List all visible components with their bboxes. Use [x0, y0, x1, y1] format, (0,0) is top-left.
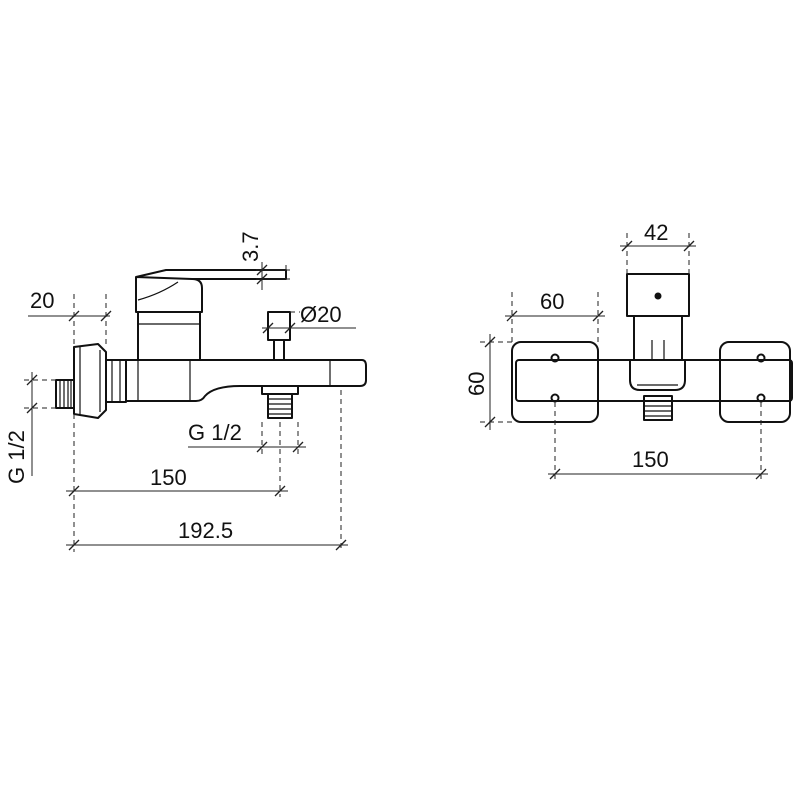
label-centres: 150: [632, 447, 669, 472]
dimension-outlet-thread: G 1/2: [188, 420, 306, 453]
front-view: 42 60 60 150: [464, 220, 793, 482]
label-top-width: 20: [30, 288, 54, 313]
lever-handle: [135, 269, 287, 313]
right-flange: [719, 341, 791, 423]
label-flange-height: 60: [464, 372, 489, 396]
inlet-connector: [55, 379, 75, 409]
wall-flange: [73, 343, 107, 419]
front-extension-lines: [480, 232, 762, 482]
dimension-spout-distance: 150: [66, 465, 288, 497]
dimension-flange-width: 60: [505, 289, 605, 322]
label-lever-gap: 3.7: [238, 231, 263, 262]
label-spout-distance: 150: [150, 465, 187, 490]
front-diverter-housing: [626, 273, 690, 361]
label-flange-width: 60: [540, 289, 564, 314]
dimension-flange-height: 60: [464, 334, 496, 430]
left-flange: [511, 341, 599, 423]
dimension-lever-gap: 3.7: [238, 231, 290, 290]
diverter-knob: [267, 311, 291, 361]
label-inlet-thread: G 1/2: [4, 430, 29, 484]
dimension-centres: 150: [548, 447, 768, 480]
front-spout: [629, 360, 686, 391]
label-body-width: 42: [644, 220, 668, 245]
cartridge-housing: [137, 311, 201, 361]
union-nut: [105, 359, 127, 403]
label-overall-length: 192.5: [178, 518, 233, 543]
dimension-body-width: 42: [620, 220, 696, 252]
label-diverter-diameter: Ø20: [300, 302, 342, 327]
side-view: 20 3.7 Ø20 G 1/2: [4, 231, 367, 552]
label-outlet-thread: G 1/2: [188, 420, 242, 445]
mixer-body: [125, 359, 367, 402]
side-extension-lines: [22, 262, 342, 552]
dimension-inlet-thread: G 1/2: [4, 372, 38, 484]
dimension-diverter-diameter: Ø20: [262, 302, 356, 334]
front-outlet: [643, 395, 673, 421]
dimension-top-width: 20: [28, 288, 112, 322]
dimension-overall-length: 192.5: [66, 518, 348, 551]
outlet-connector: [261, 385, 299, 419]
